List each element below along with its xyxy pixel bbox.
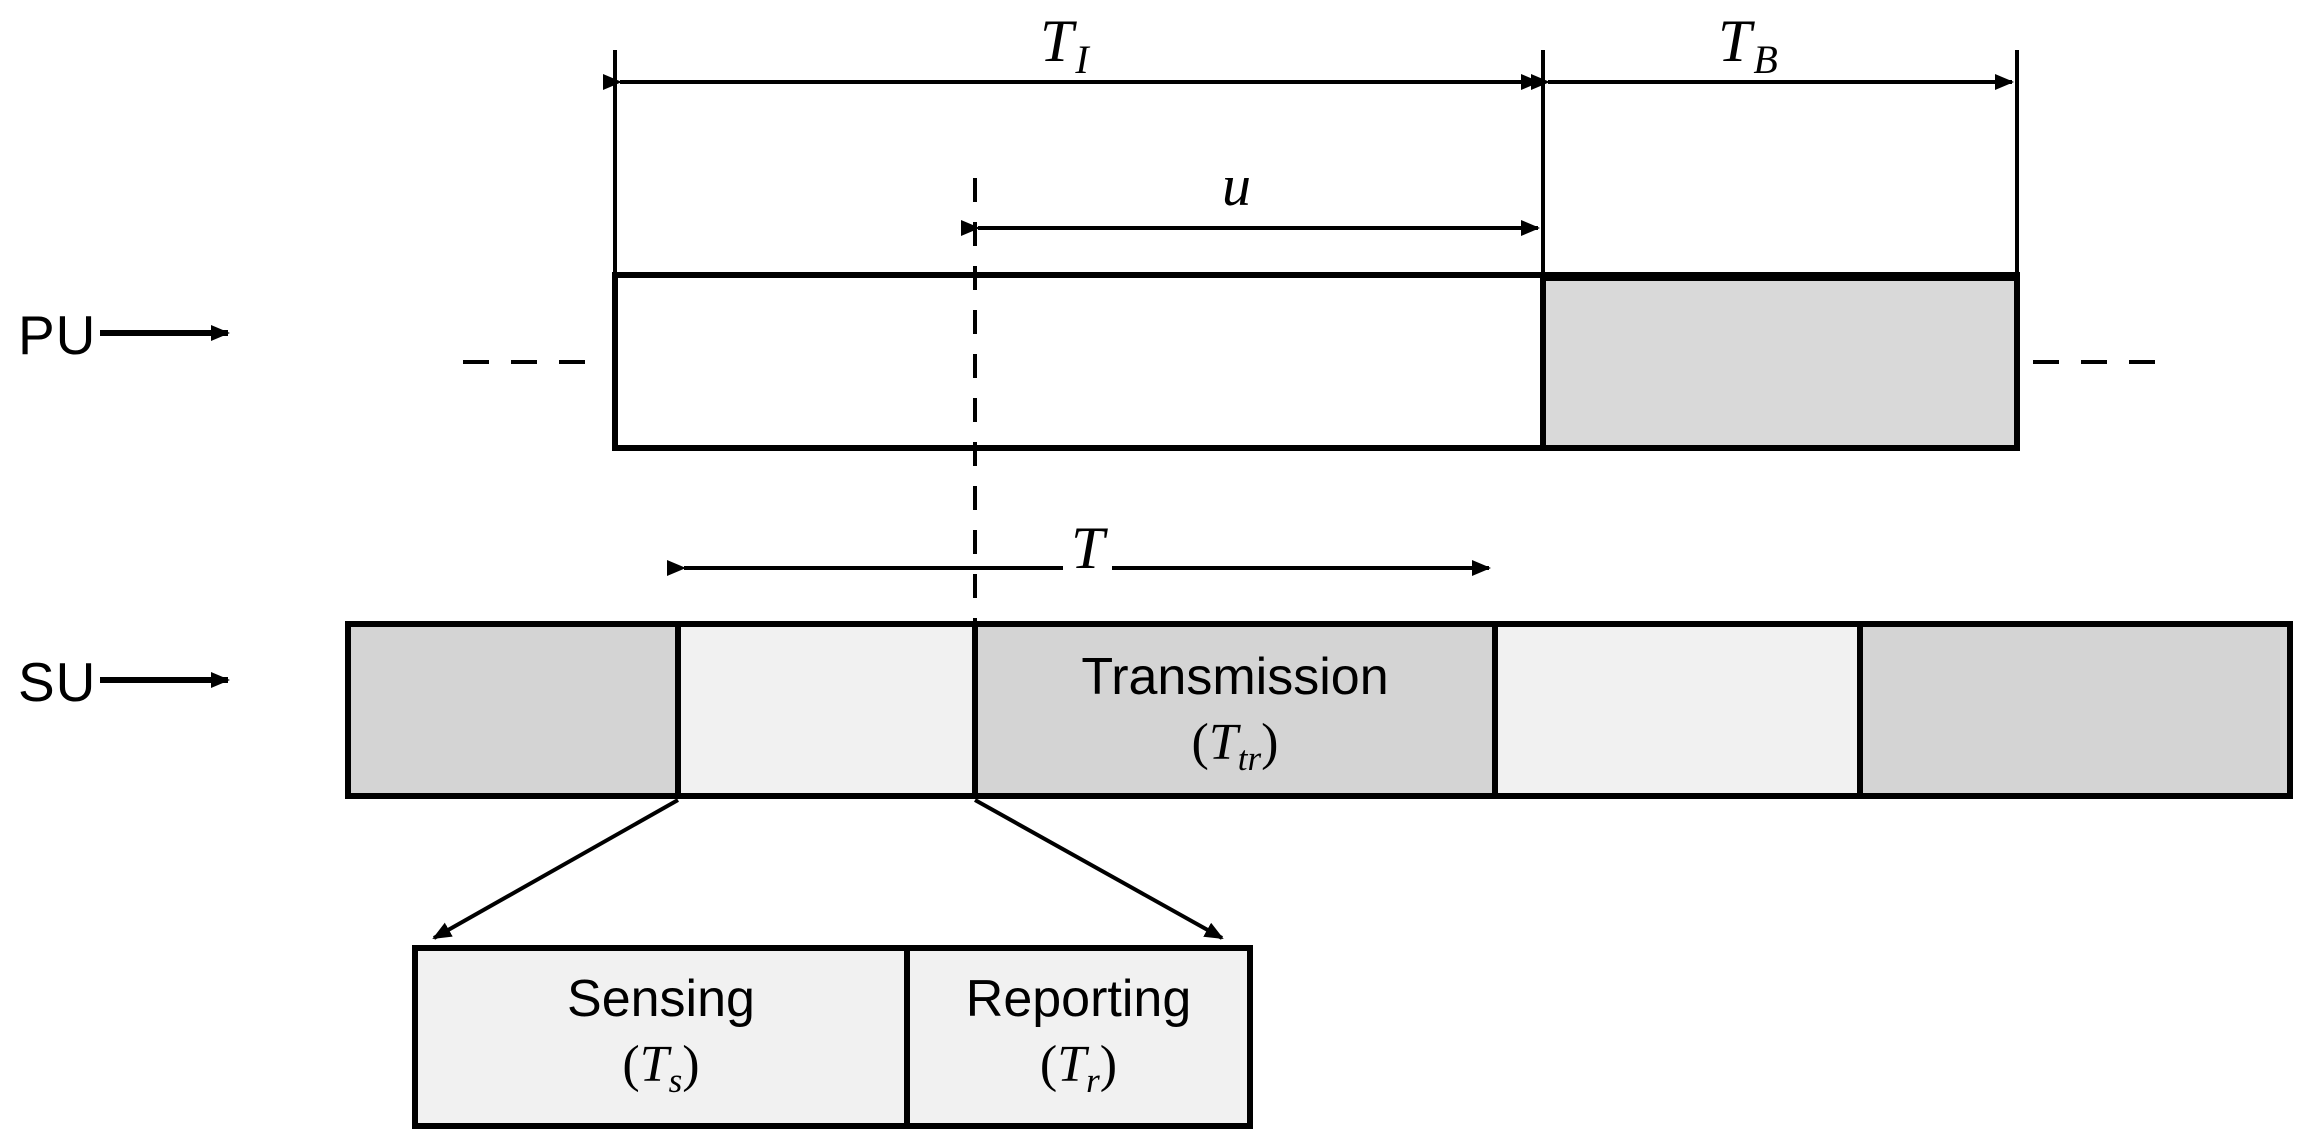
su-slot-4-fill xyxy=(1495,624,1860,796)
reporting-paren-close: ) xyxy=(1099,1036,1118,1094)
transmission-paren-open: ( xyxy=(1191,714,1209,772)
pu-busy-fill xyxy=(1543,278,2014,445)
pu-row-label: PU xyxy=(18,304,97,366)
callout-arrow-right xyxy=(974,798,1224,940)
reporting-symbol-main: T xyxy=(1057,1036,1087,1094)
reporting-symbol: (Tr) xyxy=(907,1032,1250,1101)
reporting-block-label: Reporting (Tr) xyxy=(907,970,1250,1101)
sensing-symbol-main: T xyxy=(639,1036,669,1094)
sensing-paren-close: ) xyxy=(682,1036,700,1094)
label-busy-period-subscript: B xyxy=(1753,37,1778,82)
su-slot-transmission-label: Transmission (Ttr) xyxy=(975,648,1495,779)
transmission-symbol-main: T xyxy=(1208,714,1238,772)
su-slot-2-fill xyxy=(678,624,975,796)
label-residual-idle-main: u xyxy=(1222,153,1251,218)
sensing-block-label: Sensing (Ts) xyxy=(415,970,907,1101)
transmission-paren-close: ) xyxy=(1261,714,1279,772)
label-busy-period-main: T xyxy=(1718,8,1752,74)
label-frame-duration-main: T xyxy=(1071,515,1105,581)
su-slot-1-fill xyxy=(348,624,678,796)
sensing-paren-open: ( xyxy=(622,1036,640,1094)
sensing-symbol: (Ts) xyxy=(415,1032,907,1101)
su-row-label: SU xyxy=(18,651,97,713)
label-idle-period-subscript: I xyxy=(1075,37,1089,82)
label-busy-period: TB xyxy=(1718,6,1778,82)
su-slot-transmission-fill xyxy=(975,624,1495,796)
su-timeline-box xyxy=(345,621,2293,799)
transmission-symbol: (Ttr) xyxy=(975,710,1495,779)
detail-box-fill xyxy=(415,948,1250,1126)
transmission-title: Transmission xyxy=(1081,648,1389,706)
reporting-symbol-subscript: r xyxy=(1086,1061,1100,1101)
sensing-title: Sensing xyxy=(567,970,755,1028)
reporting-paren-open: ( xyxy=(1039,1036,1058,1094)
su-slot-5-fill xyxy=(1860,624,2290,796)
callout-arrow-left xyxy=(432,798,679,940)
reporting-title: Reporting xyxy=(965,970,1192,1028)
sensing-symbol-subscript: s xyxy=(668,1061,683,1101)
transmission-symbol-subscript: tr xyxy=(1237,739,1262,779)
detail-box xyxy=(412,945,1253,1129)
label-frame-duration: T xyxy=(1063,515,1113,581)
label-idle-period: TI xyxy=(1040,6,1089,82)
label-idle-period-main: T xyxy=(1040,8,1074,74)
label-residual-idle: u xyxy=(1222,152,1251,219)
